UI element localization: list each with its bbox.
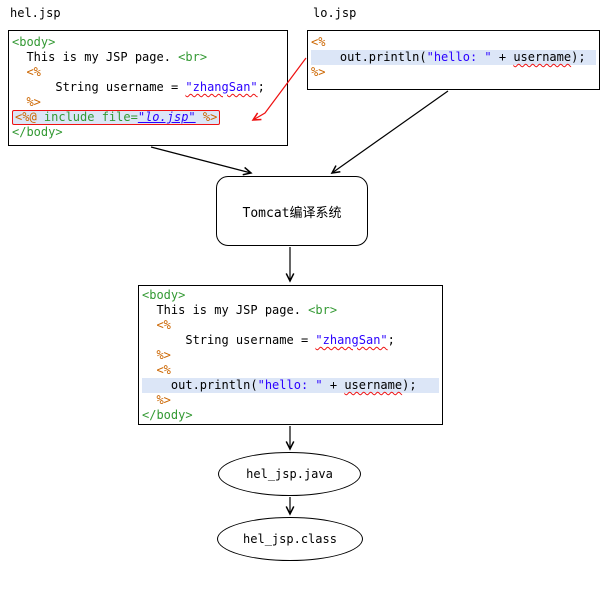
code-token: %> (26, 95, 41, 109)
code-line: <%@ include file="lo.jsp" %> (12, 110, 284, 125)
code-token: "zhangSan" (315, 333, 388, 347)
code-line: </body> (142, 408, 439, 423)
code-line: <% (12, 65, 284, 80)
code-token (142, 363, 156, 377)
code-token: "lo.jsp" (137, 110, 196, 124)
code-token: "hello: " (257, 378, 323, 392)
code-line: This is my JSP page. <br> (12, 50, 284, 65)
code-line: <% (311, 35, 596, 50)
tomcat-compiler-label: Tomcat编译系统 (242, 205, 342, 221)
arrow-hel-to-tomcat (150, 146, 251, 173)
code-token: include file= (36, 110, 138, 124)
code-token: <%@ (15, 110, 37, 124)
code-token: <br> (308, 303, 338, 317)
code-line: <% (142, 363, 439, 378)
code-token: %> (195, 110, 218, 124)
hel-jsp-filename-label: hel.jsp (10, 6, 61, 20)
code-token: "zhangSan" (185, 80, 258, 94)
code-token: <body> (12, 35, 56, 49)
code-token: %> (156, 393, 171, 407)
lo-jsp-filename-label: lo.jsp (313, 6, 357, 20)
code-line: <% (142, 318, 439, 333)
arrow-lo-to-tomcat (332, 90, 449, 173)
code-token: ); (402, 378, 417, 392)
code-token (142, 318, 156, 332)
code-token: ; (387, 333, 395, 347)
code-token (142, 393, 156, 407)
code-line: String username = "zhangSan"; (142, 333, 439, 348)
code-line: %> (142, 348, 439, 363)
code-line: <body> (142, 288, 439, 303)
code-token: <body> (142, 288, 186, 302)
code-token: This is my JSP page. (142, 303, 309, 317)
code-token: + (322, 378, 345, 392)
code-token: <% (156, 363, 171, 377)
code-token (12, 95, 26, 109)
code-token: %> (311, 65, 326, 79)
code-token: out.println( (311, 50, 427, 64)
code-token: String username = (12, 80, 186, 94)
include-directive-red-box: <%@ include file="lo.jsp" %> (12, 110, 221, 125)
code-token: out.println( (142, 378, 258, 392)
code-token: <% (156, 318, 171, 332)
code-line: out.println("hello: " + username); (142, 378, 439, 393)
code-token: </body> (142, 408, 193, 422)
code-line: out.println("hello: " + username); (311, 50, 596, 65)
code-token: + (491, 50, 514, 64)
code-token: username (344, 378, 403, 392)
code-token: <% (26, 65, 41, 79)
java-file-label: hel_jsp.java (246, 467, 333, 481)
code-line: String username = "zhangSan"; (12, 80, 284, 95)
code-token: ); (571, 50, 586, 64)
class-file-node: hel_jsp.class (217, 517, 363, 561)
code-token (142, 348, 156, 362)
code-token: ; (257, 80, 265, 94)
code-line: %> (142, 393, 439, 408)
code-line: %> (311, 65, 596, 80)
code-line: This is my JSP page. <br> (142, 303, 439, 318)
code-line: </body> (12, 125, 284, 140)
hel-jsp-source-box: <body> This is my JSP page. <br> <% Stri… (8, 30, 288, 146)
code-line: %> (12, 95, 284, 110)
code-token: %> (156, 348, 171, 362)
code-token: String username = (142, 333, 316, 347)
code-token: <br> (178, 50, 208, 64)
class-file-label: hel_jsp.class (243, 532, 337, 546)
code-token: <% (311, 35, 326, 49)
code-line: <body> (12, 35, 284, 50)
code-token: username (513, 50, 572, 64)
code-token: </body> (12, 125, 63, 139)
lo-jsp-source-box: <% out.println("hello: " + username);%> (307, 30, 600, 90)
java-file-node: hel_jsp.java (218, 452, 361, 496)
code-token (12, 65, 26, 79)
code-token: "hello: " (426, 50, 492, 64)
code-token: This is my JSP page. (12, 50, 179, 64)
tomcat-compiler-node: Tomcat编译系统 (216, 176, 368, 246)
merged-jsp-source-box: <body> This is my JSP page. <br> <% Stri… (138, 285, 443, 425)
